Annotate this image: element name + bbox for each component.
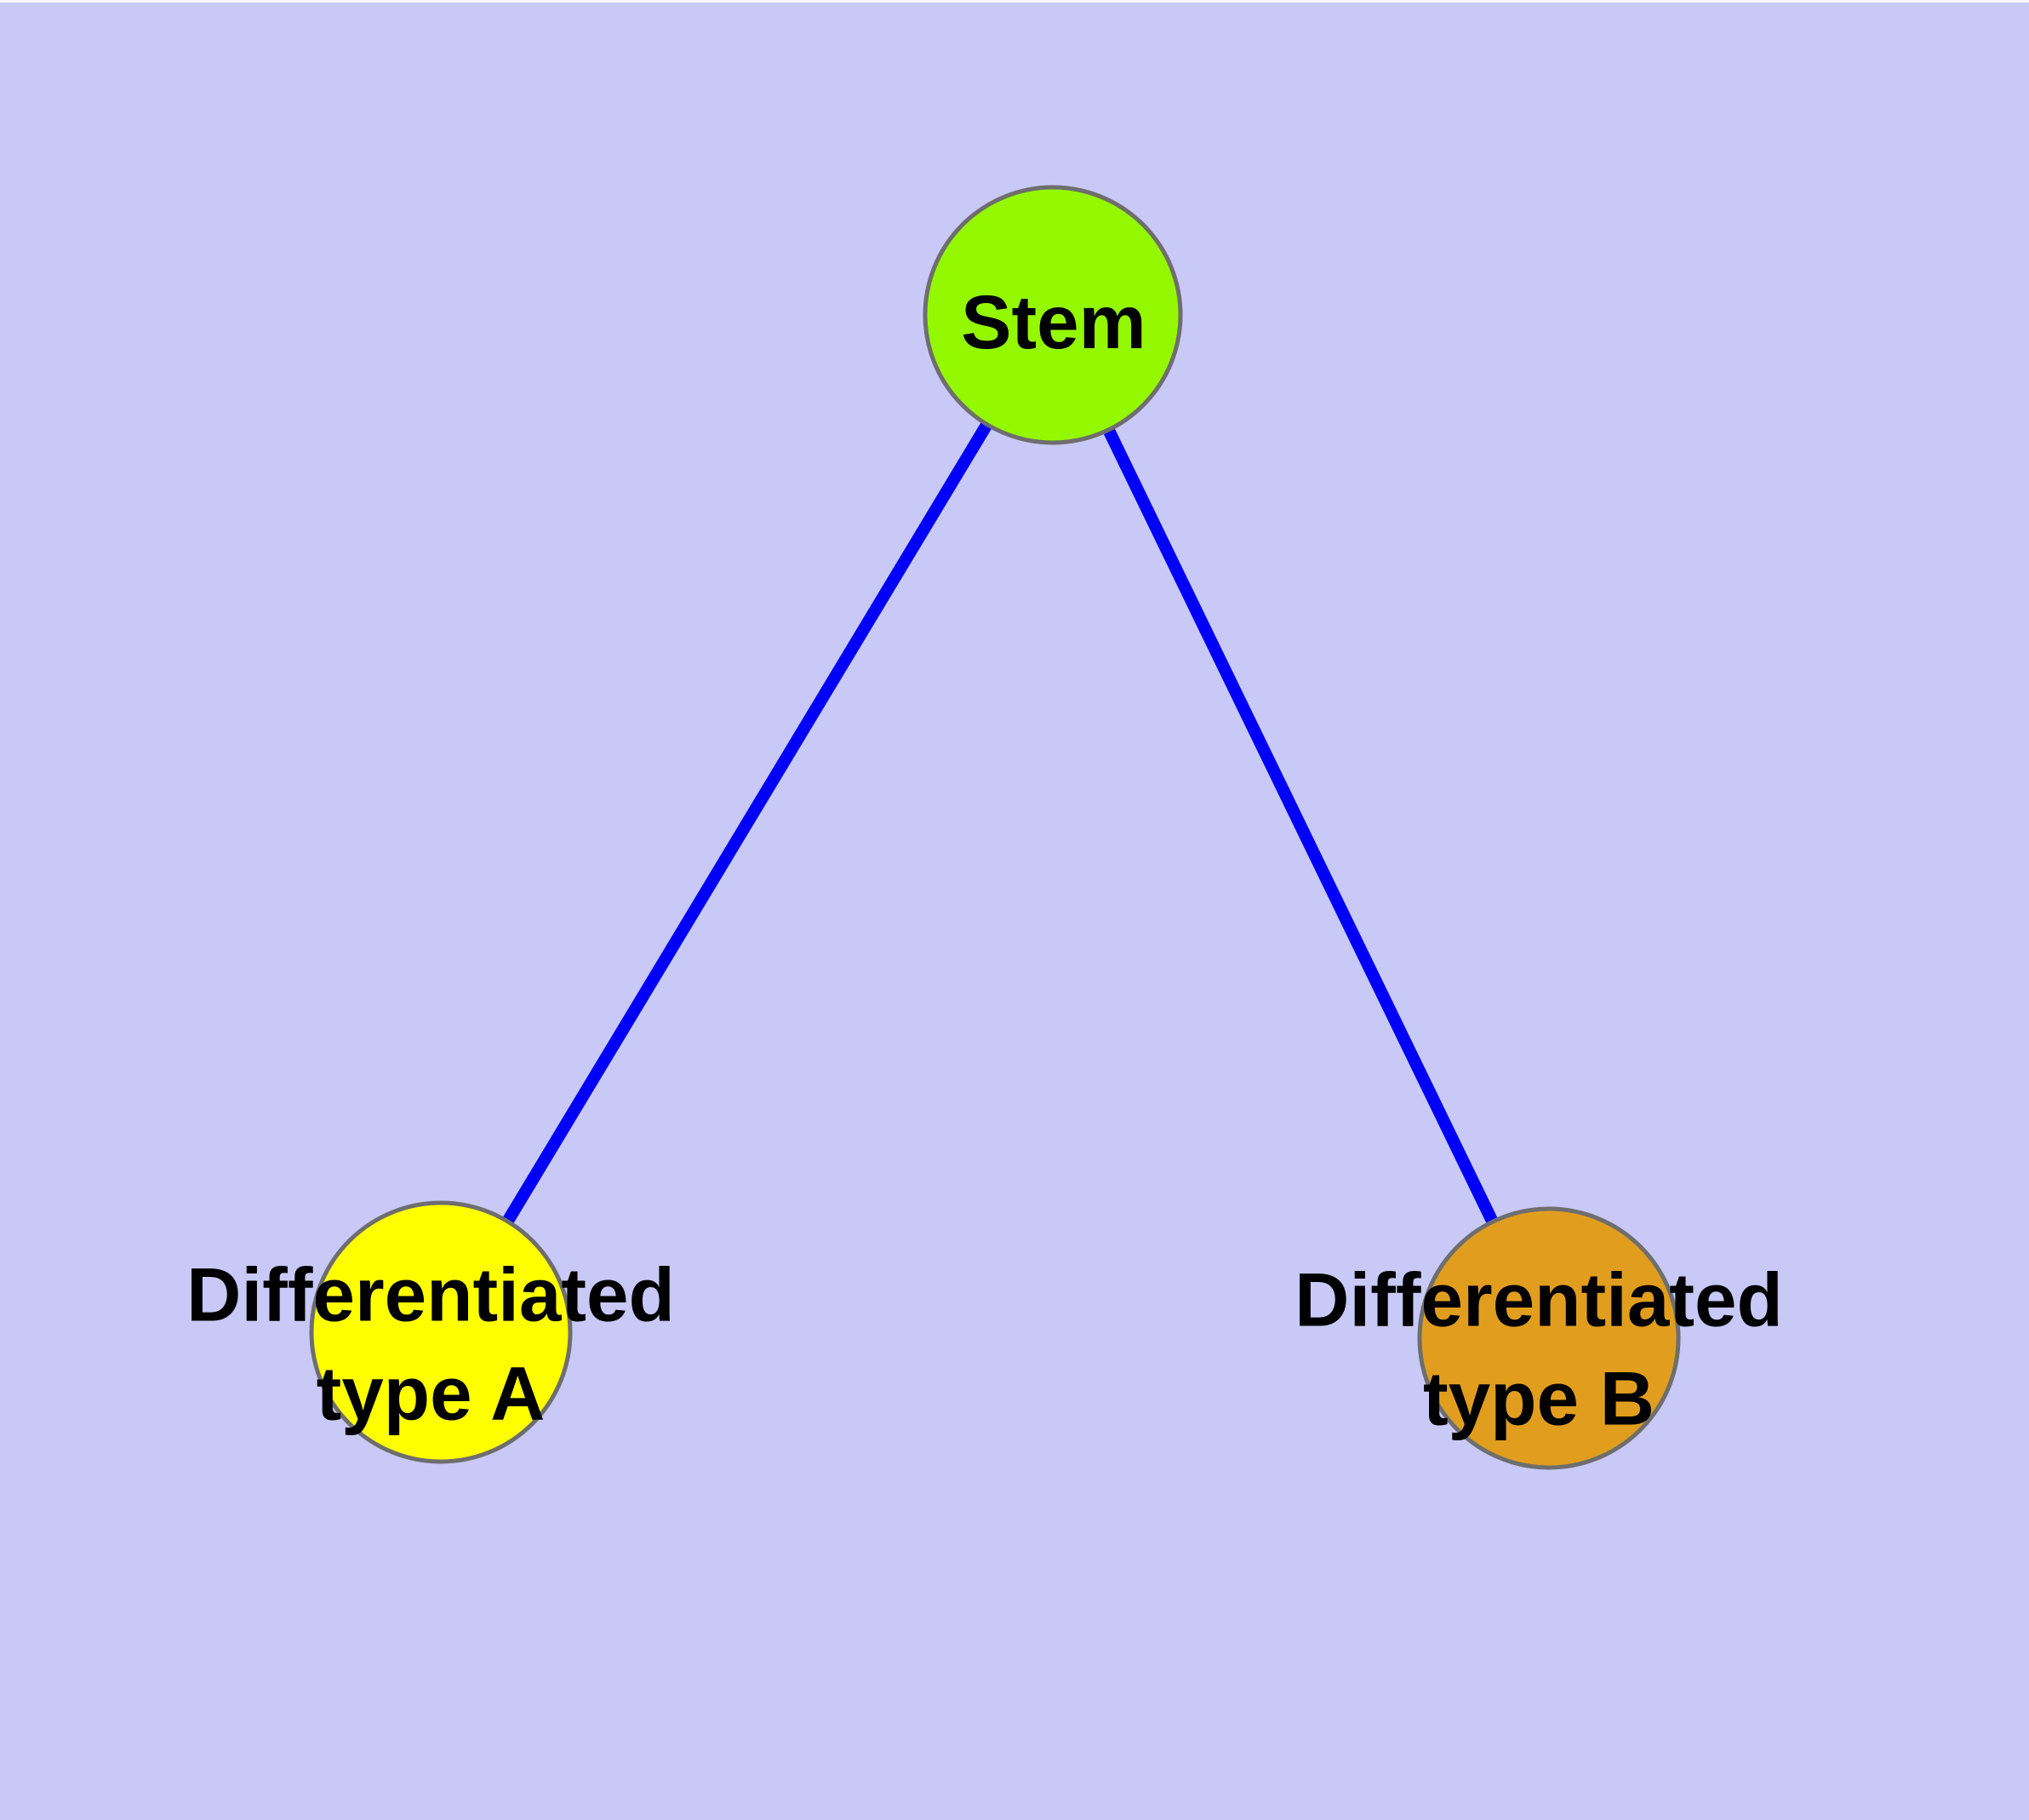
node-stem: [923, 185, 1183, 445]
edge-stem-to-type-a: [435, 312, 1059, 1336]
edge-stem-to-type-b: [1047, 312, 1555, 1342]
node-differentiated-type-b: [1417, 1206, 1681, 1470]
window-top-edge: [0, 0, 2029, 3]
node-differentiated-type-a: [309, 1200, 573, 1464]
